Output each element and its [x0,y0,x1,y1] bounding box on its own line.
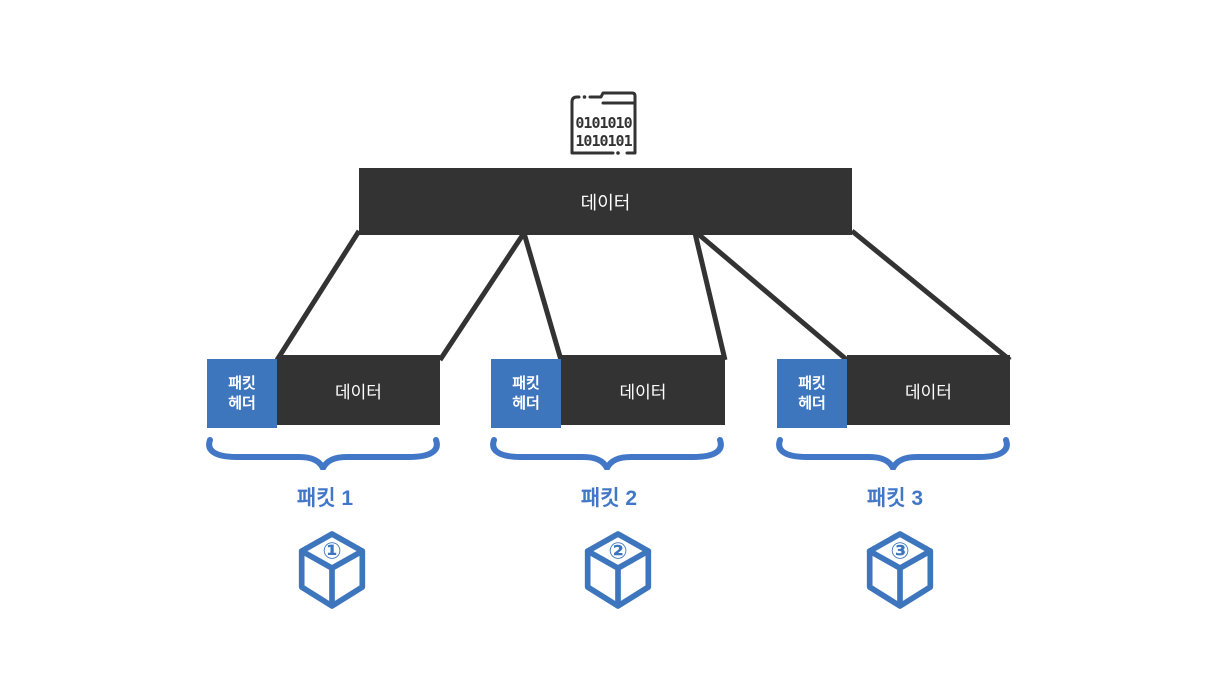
packet2-header-line2: 헤더 [512,394,540,412]
packet3-caption: 패킷 3 [866,487,924,510]
binary-file-icon: 0101010 1010101 [570,91,637,155]
packet2-caption: 패킷 2 [580,487,638,510]
binary-line-2: 1010101 [575,132,632,150]
packet1-caption: 패킷 1 [296,487,354,510]
connector-line [850,229,1012,362]
connector-line [695,231,849,362]
connector-line [692,232,728,361]
packet2-cube-icon: ② [584,531,652,609]
binary-line-1: 0101010 [575,114,632,132]
packet1-header-line2: 헤더 [228,394,256,412]
packet1-cube-number: ① [322,539,341,565]
packet3-brace [776,437,1010,470]
packet2-header-line1: 패킷 [512,375,540,392]
packet3-header-line1: 패킷 [798,375,826,392]
source-data-bar: 데이터 [359,168,852,235]
packet3-header-box: 패킷 헤더 [777,359,847,428]
packet1-header-line1: 패킷 [228,375,256,392]
packet2-data-box: 데이터 [561,355,725,425]
packet1-data-label: 데이터 [335,382,382,402]
packet2-header-box: 패킷 헤더 [491,359,561,428]
packet3-data-label: 데이터 [905,382,952,402]
packet3-cube-number: ③ [890,539,909,565]
packet2-cube-number: ② [608,539,627,565]
packet1-cube-icon: ① [298,531,366,609]
packet2-brace [490,437,724,470]
packet1-header-box: 패킷 헤더 [207,359,277,428]
packet3-data-box: 데이터 [847,355,1010,425]
packet1-data-box: 데이터 [277,355,440,425]
packet3-cube-icon: ③ [866,531,934,609]
connector-line [521,232,564,361]
connector-line [437,231,527,362]
connector-line [274,229,362,362]
packet1-brace [206,437,440,470]
source-data-bar-label: 데이터 [580,192,631,213]
packet2-data-label: 데이터 [619,382,667,402]
packet3-header-line2: 헤더 [798,394,826,412]
